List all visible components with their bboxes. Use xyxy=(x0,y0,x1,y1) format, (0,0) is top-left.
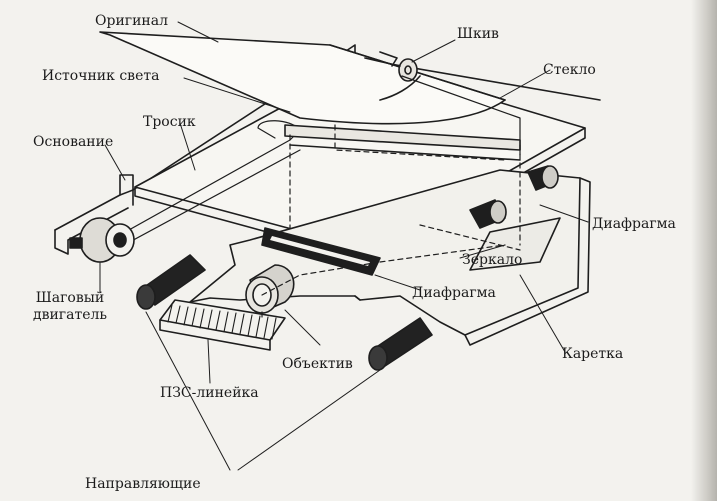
label-stepper-motor: Шаговый двигатель xyxy=(32,290,108,323)
label-diaphragm-right: Диафрагма xyxy=(592,216,676,232)
label-ccd-line: ПЗС-линейка xyxy=(160,385,259,401)
label-glass: Стекло xyxy=(543,62,596,78)
ccd-pins xyxy=(167,304,277,340)
mirror xyxy=(469,217,561,271)
label-base: Основание xyxy=(33,134,114,150)
diaphragm-center xyxy=(261,227,381,276)
label-pulley: Шкив xyxy=(457,26,499,42)
stepper-motor-icon xyxy=(69,217,135,263)
label-cable: Тросик xyxy=(143,114,196,130)
pulley-icon xyxy=(364,51,418,82)
roller-right-upper xyxy=(527,165,559,191)
label-guides: Направляющие xyxy=(85,476,201,492)
page-edge-shadow xyxy=(691,0,717,501)
label-light-source: Источник света xyxy=(42,68,160,84)
label-original: Оригинал xyxy=(95,13,169,29)
label-mirror: Зеркало xyxy=(462,252,523,268)
label-carriage: Каретка xyxy=(562,346,624,362)
original-sheet xyxy=(99,31,506,125)
label-diaphragm-center: Диафрагма xyxy=(412,285,496,301)
guide-rod-left xyxy=(136,254,206,310)
roller-right-lower xyxy=(469,199,507,229)
label-lens: Объектив xyxy=(282,356,353,372)
lens-icon xyxy=(245,264,295,314)
guide-rod-right xyxy=(368,317,433,371)
leader-lines xyxy=(99,21,589,471)
original-fold xyxy=(379,75,421,101)
ccd-line xyxy=(159,299,286,351)
